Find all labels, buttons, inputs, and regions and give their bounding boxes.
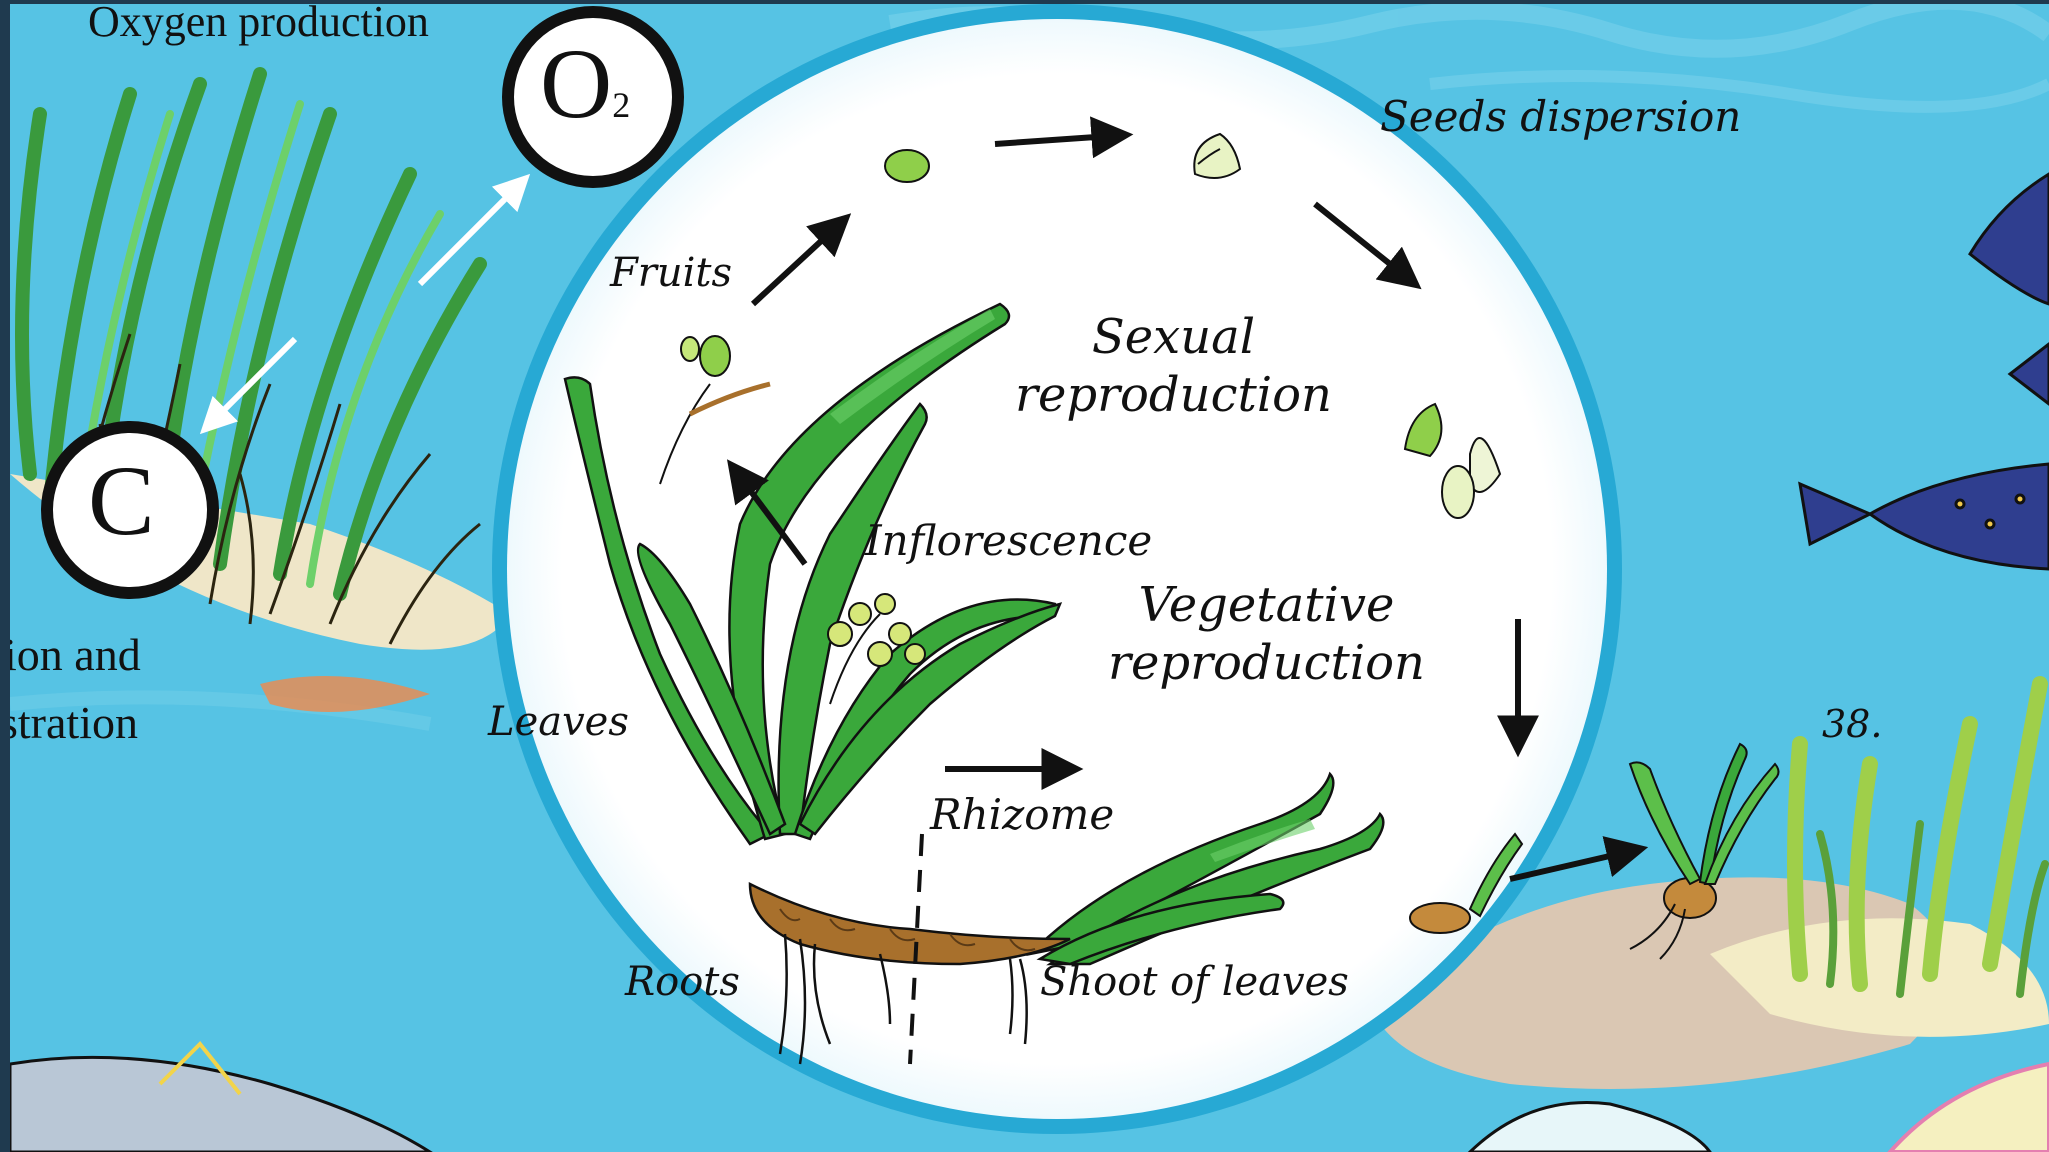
o2-symbol: O2 <box>540 34 630 134</box>
carbon-symbol: C <box>88 446 155 556</box>
sexual-reproduction-label: Sexual reproduction <box>1015 309 1332 424</box>
seeds-dispersion-label: Seeds dispersion <box>1380 92 1741 141</box>
blue-fish-top <box>1970 174 2049 304</box>
inflorescence-label: Inflorescence <box>865 516 1152 565</box>
seagrass-lifecycle-illustration <box>10 4 2049 1152</box>
germinating-seed <box>1410 903 1470 933</box>
fruits-label: Fruits <box>610 250 732 296</box>
rhizome-label: Rhizome <box>930 790 1114 839</box>
roots-label: Roots <box>625 959 740 1005</box>
oxygen-production-label: Oxygen production <box>88 4 429 47</box>
leaves-label: Leaves <box>488 699 629 745</box>
left-seagrass-meadow <box>10 74 510 712</box>
left-cut-text-line2: stration <box>10 696 138 749</box>
page-number: 38. <box>1822 702 1882 746</box>
left-cut-text-line1: ion and <box>10 628 141 681</box>
shoot-of-leaves-label: Shoot of leaves <box>1040 959 1349 1005</box>
blue-fish <box>1800 464 2049 569</box>
o2-subscript: 2 <box>612 85 630 125</box>
vegetative-reproduction-label: Vegetative reproduction <box>1108 577 1425 692</box>
illustration-stage: Oxygen production O2 C ion and stration … <box>10 4 2049 1152</box>
fruit-seed <box>885 150 929 182</box>
